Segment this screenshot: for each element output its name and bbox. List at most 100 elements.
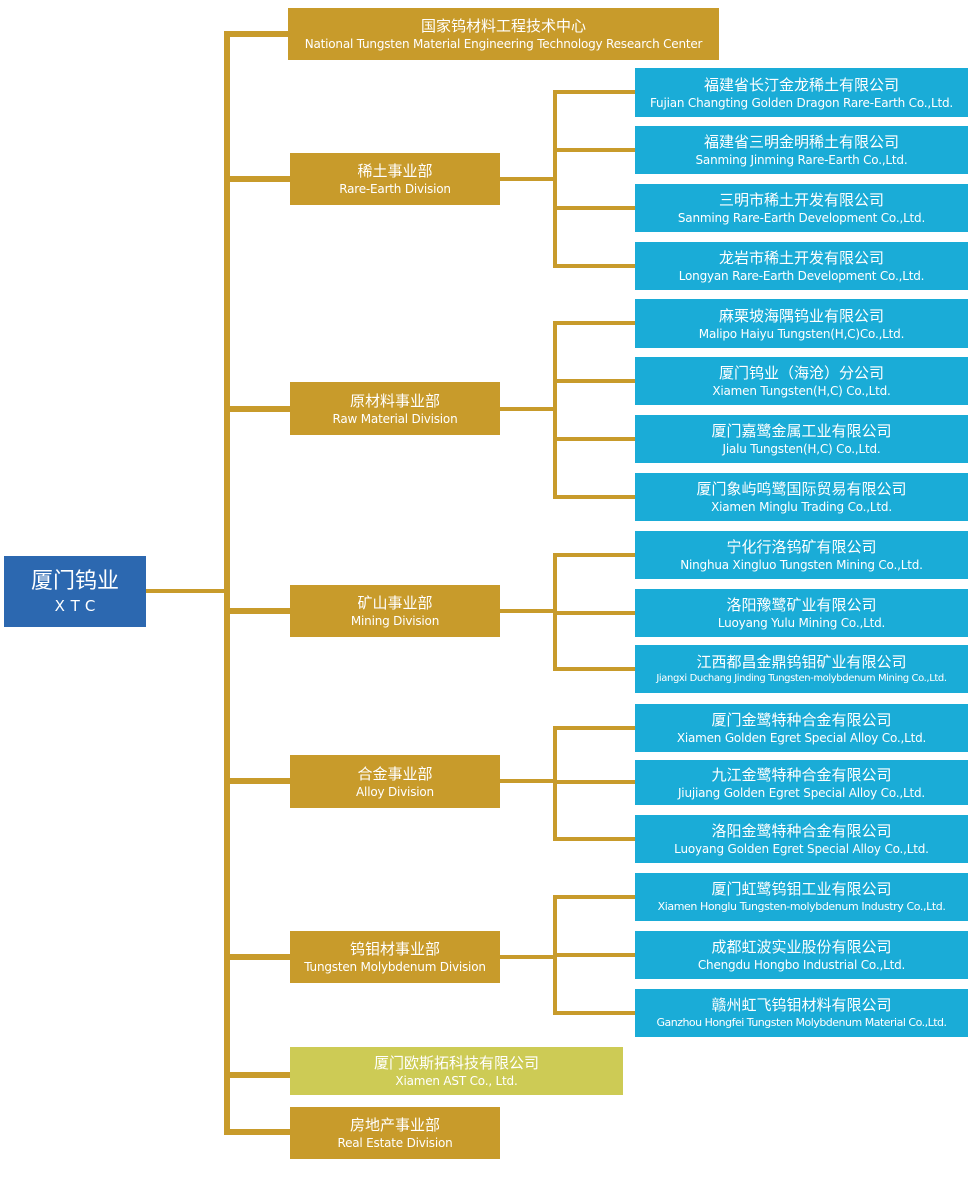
division-node-alloy: 合金事业部 Alloy Division: [290, 755, 500, 808]
division-name-en: Alloy Division: [356, 784, 434, 799]
company-name-zh: 厦门象屿鸣鹭国际贸易有限公司: [696, 480, 907, 498]
division-raw-material-link: [500, 407, 557, 411]
company-name-zh: 厦门嘉鹭金属工业有限公司: [711, 422, 892, 440]
division-name-zh: 钨钼材事业部: [349, 940, 440, 958]
company-name-en: Xiamen Honglu Tungsten-molybdenum Indust…: [657, 900, 946, 913]
division-rare-earth-link: [500, 177, 557, 181]
company-name-en: Sanming Jinming Rare-Earth Co.,Ltd.: [695, 153, 908, 167]
division-tungsten-molybdenum-link: [500, 955, 557, 959]
division-name-en: Raw Material Division: [332, 411, 458, 426]
company-name-en: Ninghua Xingluo Tungsten Mining Co.,Ltd.: [680, 558, 923, 572]
branch-rare-earth: [224, 176, 290, 182]
company-node: 福建省三明金明稀土有限公司 Sanming Jinming Rare-Earth…: [635, 126, 968, 174]
branch-alloy: [224, 778, 290, 784]
division-node-mining: 矿山事业部 Mining Division: [290, 585, 500, 637]
division-node-raw-material: 原材料事业部 Raw Material Division: [290, 382, 500, 435]
division-raw-material-bus: [553, 321, 557, 499]
company-name-zh: 厦门虹鹭钨钼工业有限公司: [711, 880, 892, 898]
company-link: [553, 780, 635, 784]
company-name-zh: 厦门金鹭特种合金有限公司: [711, 711, 892, 729]
company-name-zh: 成都虹波实业股份有限公司: [711, 938, 892, 956]
company-node: 成都虹波实业股份有限公司 Chengdu Hongbo Industrial C…: [635, 931, 968, 979]
company-name-en: Jiangxi Duchang Jinding Tungsten-molybde…: [656, 673, 947, 684]
company-name-en: Chengdu Hongbo Industrial Co.,Ltd.: [697, 958, 906, 972]
branch-real-estate: [224, 1129, 290, 1135]
company-link: [553, 837, 635, 841]
company-name-zh: 赣州虹飞钨钼材料有限公司: [711, 996, 892, 1014]
node-name-en: Xiamen AST Co., Ltd.: [395, 1074, 518, 1088]
company-node: 福建省长汀金龙稀土有限公司 Fujian Changting Golden Dr…: [635, 68, 968, 117]
division-name-zh: 合金事业部: [357, 764, 433, 783]
company-link: [553, 379, 635, 383]
root-node: 厦门钨业 XTC: [4, 556, 146, 627]
company-link: [553, 90, 635, 94]
node-name-zh: 厦门欧斯拓科技有限公司: [373, 1054, 539, 1072]
division-name-en: Rare-Earth Division: [339, 182, 451, 196]
company-link: [553, 553, 635, 557]
subsidiary-node: 厦门欧斯拓科技有限公司 Xiamen AST Co., Ltd.: [290, 1047, 623, 1095]
branch-subsidiary: [224, 1072, 290, 1078]
company-link: [553, 321, 635, 325]
root-name-en: XTC: [54, 596, 102, 615]
company-name-zh: 麻栗坡海隅钨业有限公司: [718, 306, 884, 325]
company-name-en: Luoyang Yulu Mining Co.,Ltd.: [717, 616, 886, 630]
company-link: [553, 264, 635, 268]
company-name-en: Longyan Rare-Earth Development Co.,Ltd.: [678, 269, 925, 283]
division-alloy-link: [500, 779, 557, 783]
company-node: 厦门嘉鹭金属工业有限公司 Jialu Tungsten(H,C) Co.,Ltd…: [635, 415, 968, 463]
research-center-node: 国家钨材料工程技术中心 National Tungsten Material E…: [288, 8, 719, 60]
company-node: 厦门虹鹭钨钼工业有限公司 Xiamen Honglu Tungsten-moly…: [635, 873, 968, 921]
node-name-en: National Tungsten Material Engineering T…: [304, 37, 703, 51]
division-name-en: Tungsten Molybdenum Division: [304, 960, 486, 974]
company-name-en: Sanming Rare-Earth Development Co.,Ltd.: [677, 211, 926, 225]
company-name-en: Jialu Tungsten(H,C) Co.,Ltd.: [722, 442, 881, 456]
company-name-en: Ganzhou Hongfei Tungsten Molybdenum Mate…: [656, 1016, 947, 1029]
branch-raw-material: [224, 406, 290, 412]
node-name-zh: 房地产事业部: [349, 1116, 440, 1134]
company-node: 厦门象屿鸣鹭国际贸易有限公司 Xiamen Minglu Trading Co.…: [635, 473, 968, 521]
company-link: [553, 667, 635, 671]
real-estate-node: 房地产事业部 Real Estate Division: [290, 1107, 500, 1159]
division-node-rare-earth: 稀土事业部 Rare-Earth Division: [290, 153, 500, 205]
company-node: 厦门钨业（海沧）分公司 Xiamen Tungsten(H,C) Co.,Ltd…: [635, 357, 968, 405]
company-name-zh: 洛阳豫鹭矿业有限公司: [726, 596, 877, 614]
company-link: [553, 495, 635, 499]
company-node: 厦门金鹭特种合金有限公司 Xiamen Golden Egret Special…: [635, 704, 968, 752]
node-name-en: Real Estate Division: [337, 1136, 453, 1150]
company-name-zh: 洛阳金鹭特种合金有限公司: [711, 822, 892, 840]
company-node: 洛阳金鹭特种合金有限公司 Luoyang Golden Egret Specia…: [635, 815, 968, 863]
main-trunk: [224, 31, 230, 1135]
company-node: 麻栗坡海隅钨业有限公司 Malipo Haiyu Tungsten(H,C)Co…: [635, 299, 968, 348]
company-name-en: Xiamen Minglu Trading Co.,Ltd.: [711, 500, 892, 514]
node-name-zh: 国家钨材料工程技术中心: [420, 17, 586, 35]
company-name-zh: 三明市稀土开发有限公司: [718, 191, 884, 209]
company-node: 三明市稀土开发有限公司 Sanming Rare-Earth Developme…: [635, 184, 968, 232]
company-link: [553, 148, 635, 152]
company-name-zh: 厦门钨业（海沧）分公司: [718, 364, 884, 382]
company-link: [553, 895, 635, 899]
division-node-tungsten-molybdenum: 钨钼材事业部 Tungsten Molybdenum Division: [290, 931, 500, 983]
company-link: [553, 437, 635, 441]
company-name-zh: 九江金鹭特种合金有限公司: [711, 765, 892, 784]
company-node: 九江金鹭特种合金有限公司 Jiujiang Golden Egret Speci…: [635, 760, 968, 805]
company-name-en: Jiujiang Golden Egret Special Alloy Co.,…: [677, 785, 926, 800]
division-name-en: Mining Division: [350, 614, 440, 628]
company-name-zh: 福建省长汀金龙稀土有限公司: [703, 75, 899, 94]
company-name-en: Luoyang Golden Egret Special Alloy Co.,L…: [674, 842, 929, 856]
company-link: [553, 1011, 635, 1015]
company-node: 宁化行洛钨矿有限公司 Ninghua Xingluo Tungsten Mini…: [635, 531, 968, 579]
company-link: [553, 953, 635, 957]
company-node: 江西都昌金鼎钨钼矿业有限公司 Jiangxi Duchang Jinding T…: [635, 645, 968, 693]
company-link: [553, 726, 635, 730]
company-node: 龙岩市稀土开发有限公司 Longyan Rare-Earth Developme…: [635, 242, 968, 290]
company-name-zh: 江西都昌金鼎钨钼矿业有限公司: [696, 653, 907, 671]
company-name-zh: 福建省三明金明稀土有限公司: [703, 133, 899, 151]
root-name-zh: 厦门钨业: [30, 568, 119, 594]
division-mining-link: [500, 609, 557, 613]
branch-tungsten-molybdenum: [224, 954, 290, 960]
branch-mining: [224, 608, 290, 614]
division-name-zh: 矿山事业部: [357, 594, 433, 612]
company-name-en: Xiamen Tungsten(H,C) Co.,Ltd.: [712, 384, 891, 398]
branch-research-center: [224, 31, 290, 37]
